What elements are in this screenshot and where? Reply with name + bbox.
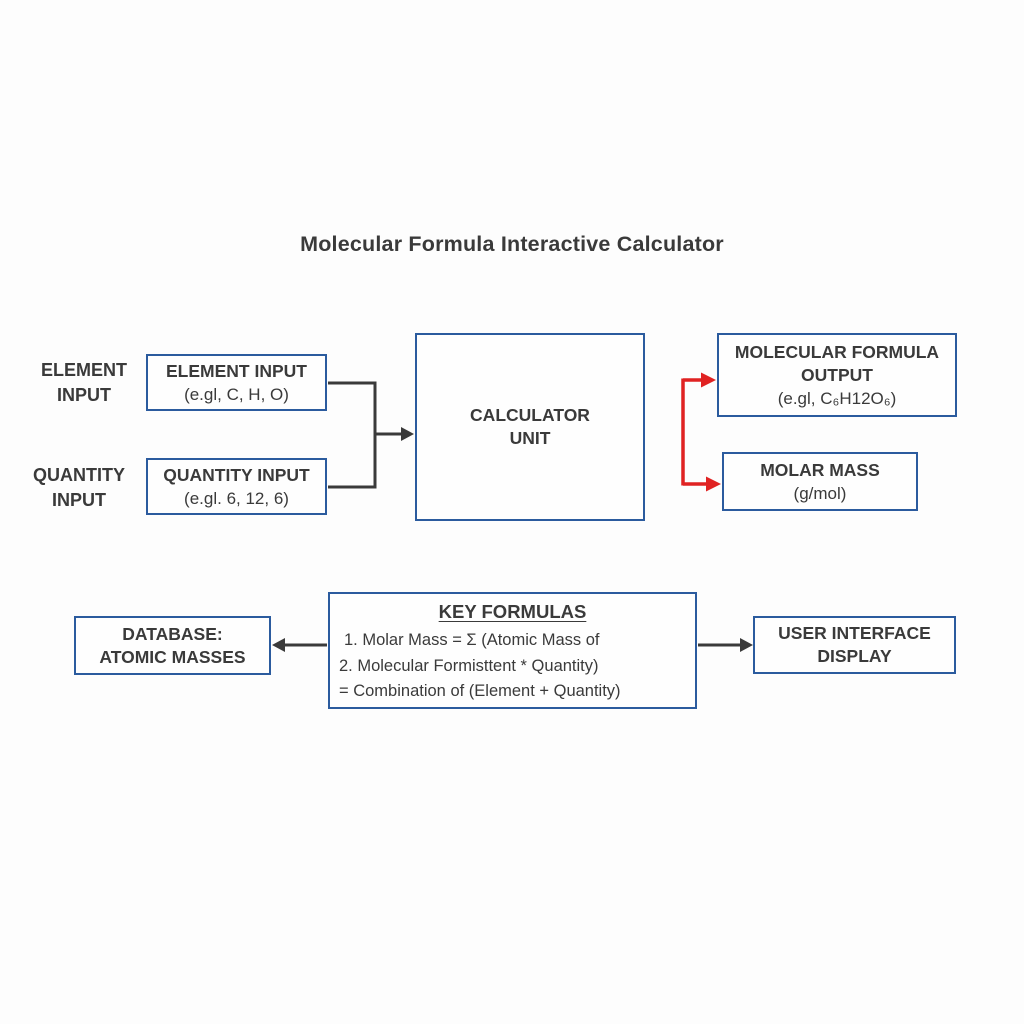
arrow-keyformulas-to-ui — [698, 638, 753, 652]
molecular-formula-output-box: MOLECULAR FORMULA OUTPUT (e.gl, C₆H12O₆) — [717, 333, 957, 417]
database-line1: DATABASE: — [122, 623, 223, 644]
arrow-calculator-to-outputs — [681, 372, 721, 492]
key-formulas-line-3: = Combination of (Element + Quantity) — [339, 682, 621, 700]
element-input-box: ELEMENT INPUT (e.gl, C, H, O) — [146, 354, 327, 411]
formula-output-title-line1: MOLECULAR FORMULA — [734, 341, 940, 362]
key-formulas-line-2: 2. Molecular Formisttent * Quantity) — [339, 656, 599, 675]
calculator-unit-box: CALCULATOR UNIT — [415, 333, 645, 521]
molar-mass-example: (g/mol) — [793, 483, 847, 503]
key-formulas-box: KEY FORMULAS 1. Molar Mass = Σ (Atomic M… — [328, 592, 697, 709]
element-input-box-title: ELEMENT INPUT — [166, 360, 307, 381]
quantity-input-box-example: (e.gl. 6, 12, 6) — [184, 488, 289, 508]
quantity-input-external-label: QUANTITY INPUT — [33, 465, 125, 510]
page-title: Molecular Formula Interactive Calculator — [300, 232, 724, 256]
user-interface-display-box: USER INTERFACE DISPLAY — [753, 616, 956, 674]
quantity-input-box: QUANTITY INPUT (e.gl. 6, 12, 6) — [146, 458, 327, 515]
formula-output-example: (e.gl, C₆H12O₆) — [777, 388, 897, 408]
key-formulas-line-1: 1. Molar Mass = Σ (Atomic Mass of — [344, 631, 600, 649]
arrow-inputs-to-calculator — [328, 381, 414, 489]
ui-display-line2: DISPLAY — [817, 646, 892, 666]
arrow-keyformulas-to-database — [272, 638, 327, 652]
ui-display-line1: USER INTERFACE — [778, 623, 931, 643]
molar-mass-title: MOLAR MASS — [760, 459, 880, 480]
element-input-box-example: (e.gl, C, H, O) — [184, 384, 289, 404]
quantity-input-box-title: QUANTITY INPUT — [163, 464, 310, 485]
database-line2: ATOMIC MASSES — [99, 646, 246, 667]
element-input-external-label: ELEMENT INPUT — [40, 360, 127, 405]
molar-mass-box: MOLAR MASS (g/mol) — [722, 452, 918, 511]
key-formulas-title: KEY FORMULAS — [438, 601, 587, 622]
database-box: DATABASE: ATOMIC MASSES — [74, 616, 271, 675]
calculator-unit-title-line1: CALCULATOR — [470, 405, 590, 425]
calculator-unit-title-line2: UNIT — [509, 428, 551, 448]
formula-output-title-line2: OUTPUT — [801, 364, 873, 385]
